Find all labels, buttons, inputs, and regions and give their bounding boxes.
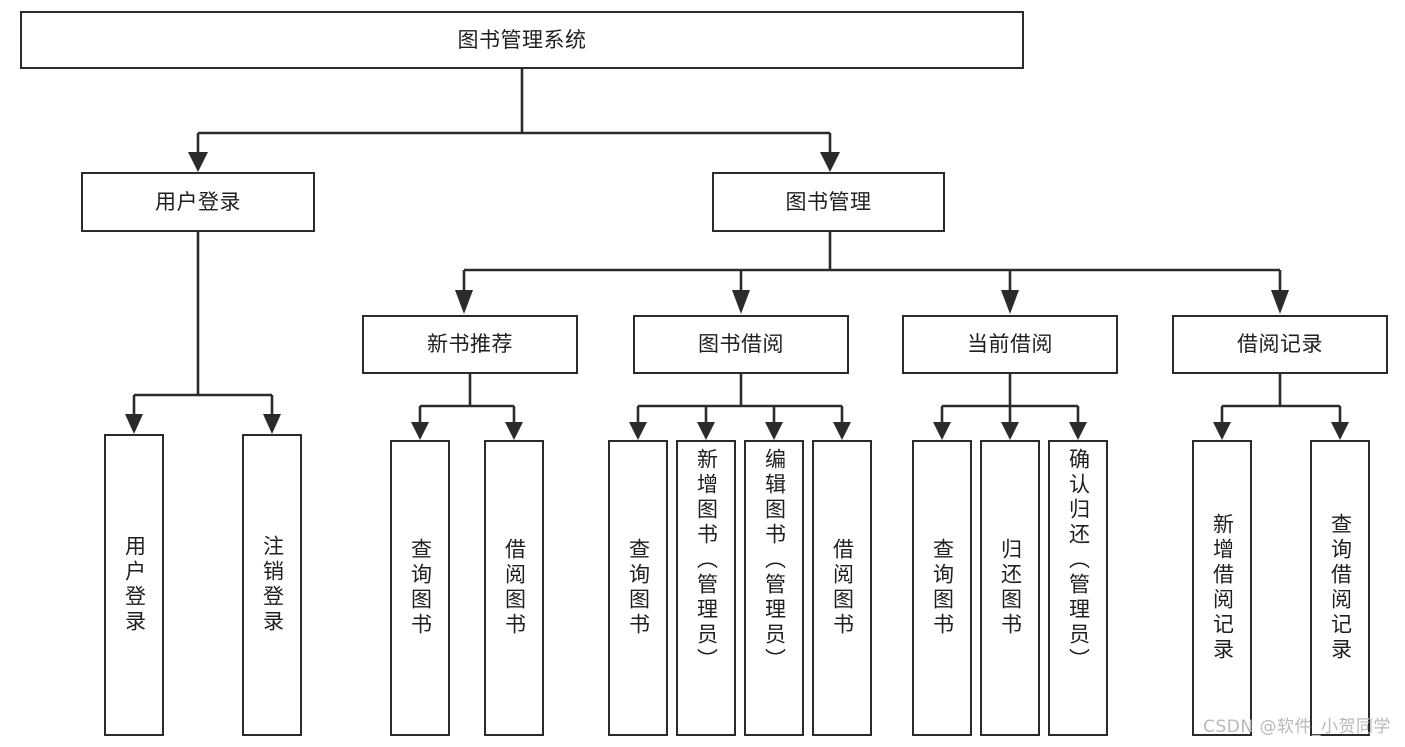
leaf-current-query-book[interactable]: 查询图书 [912,440,972,736]
node-label: 图书管理系统 [457,27,587,52]
leaf-label: 用户登录 [122,535,147,635]
leaf-recommend-borrow-book[interactable]: 借阅图书 [484,440,544,736]
leaf-borrow-edit-book[interactable]: 编辑图书（管理员） [744,440,804,736]
leaf-label: 借阅图书 [502,538,527,638]
leaf-label: 确认归还（管理员） [1066,448,1091,673]
leaf-label: 查询图书 [408,538,433,638]
leaf-current-confirm-return[interactable]: 确认归还（管理员） [1048,440,1108,736]
node-label: 借阅记录 [1237,332,1323,357]
node-book-management[interactable]: 图书管理 [712,172,945,232]
node-label: 图书管理 [785,189,872,214]
leaf-record-add-record[interactable]: 新增借阅记录 [1192,440,1252,736]
watermark-text: CSDN @软件_小贺同学 [1203,717,1391,737]
node-label: 新书推荐 [427,332,513,357]
leaf-label: 编辑图书（管理员） [762,448,787,673]
leaf-recommend-query-book[interactable]: 查询图书 [390,440,450,736]
leaf-user-login-logout[interactable]: 注销登录 [242,434,302,736]
node-label: 图书借阅 [698,332,784,357]
leaf-label: 归还图书 [998,538,1023,638]
node-user-login[interactable]: 用户登录 [81,172,315,232]
node-root-system[interactable]: 图书管理系统 [20,11,1024,69]
leaf-borrow-query-book[interactable]: 查询图书 [608,440,668,736]
leaf-borrow-borrow-book[interactable]: 借阅图书 [812,440,872,736]
node-label: 用户登录 [155,189,241,214]
node-book-borrow[interactable]: 图书借阅 [633,315,849,374]
leaf-current-return-book[interactable]: 归还图书 [980,440,1040,736]
leaf-record-query-record[interactable]: 查询借阅记录 [1310,440,1370,736]
leaf-label: 新增图书（管理员） [694,448,719,673]
node-borrow-record[interactable]: 借阅记录 [1172,315,1388,374]
node-current-borrow[interactable]: 当前借阅 [902,315,1118,374]
leaf-label: 查询图书 [626,538,651,638]
node-new-book-recommend[interactable]: 新书推荐 [362,315,578,374]
leaf-label: 注销登录 [260,535,285,635]
node-label: 当前借阅 [967,332,1053,357]
leaf-label: 新增借阅记录 [1210,513,1235,663]
leaf-user-login-login[interactable]: 用户登录 [104,434,164,736]
leaf-label: 查询图书 [930,538,955,638]
leaf-label: 借阅图书 [830,538,855,638]
leaf-label: 查询借阅记录 [1328,513,1353,663]
leaf-borrow-add-book[interactable]: 新增图书（管理员） [676,440,736,736]
